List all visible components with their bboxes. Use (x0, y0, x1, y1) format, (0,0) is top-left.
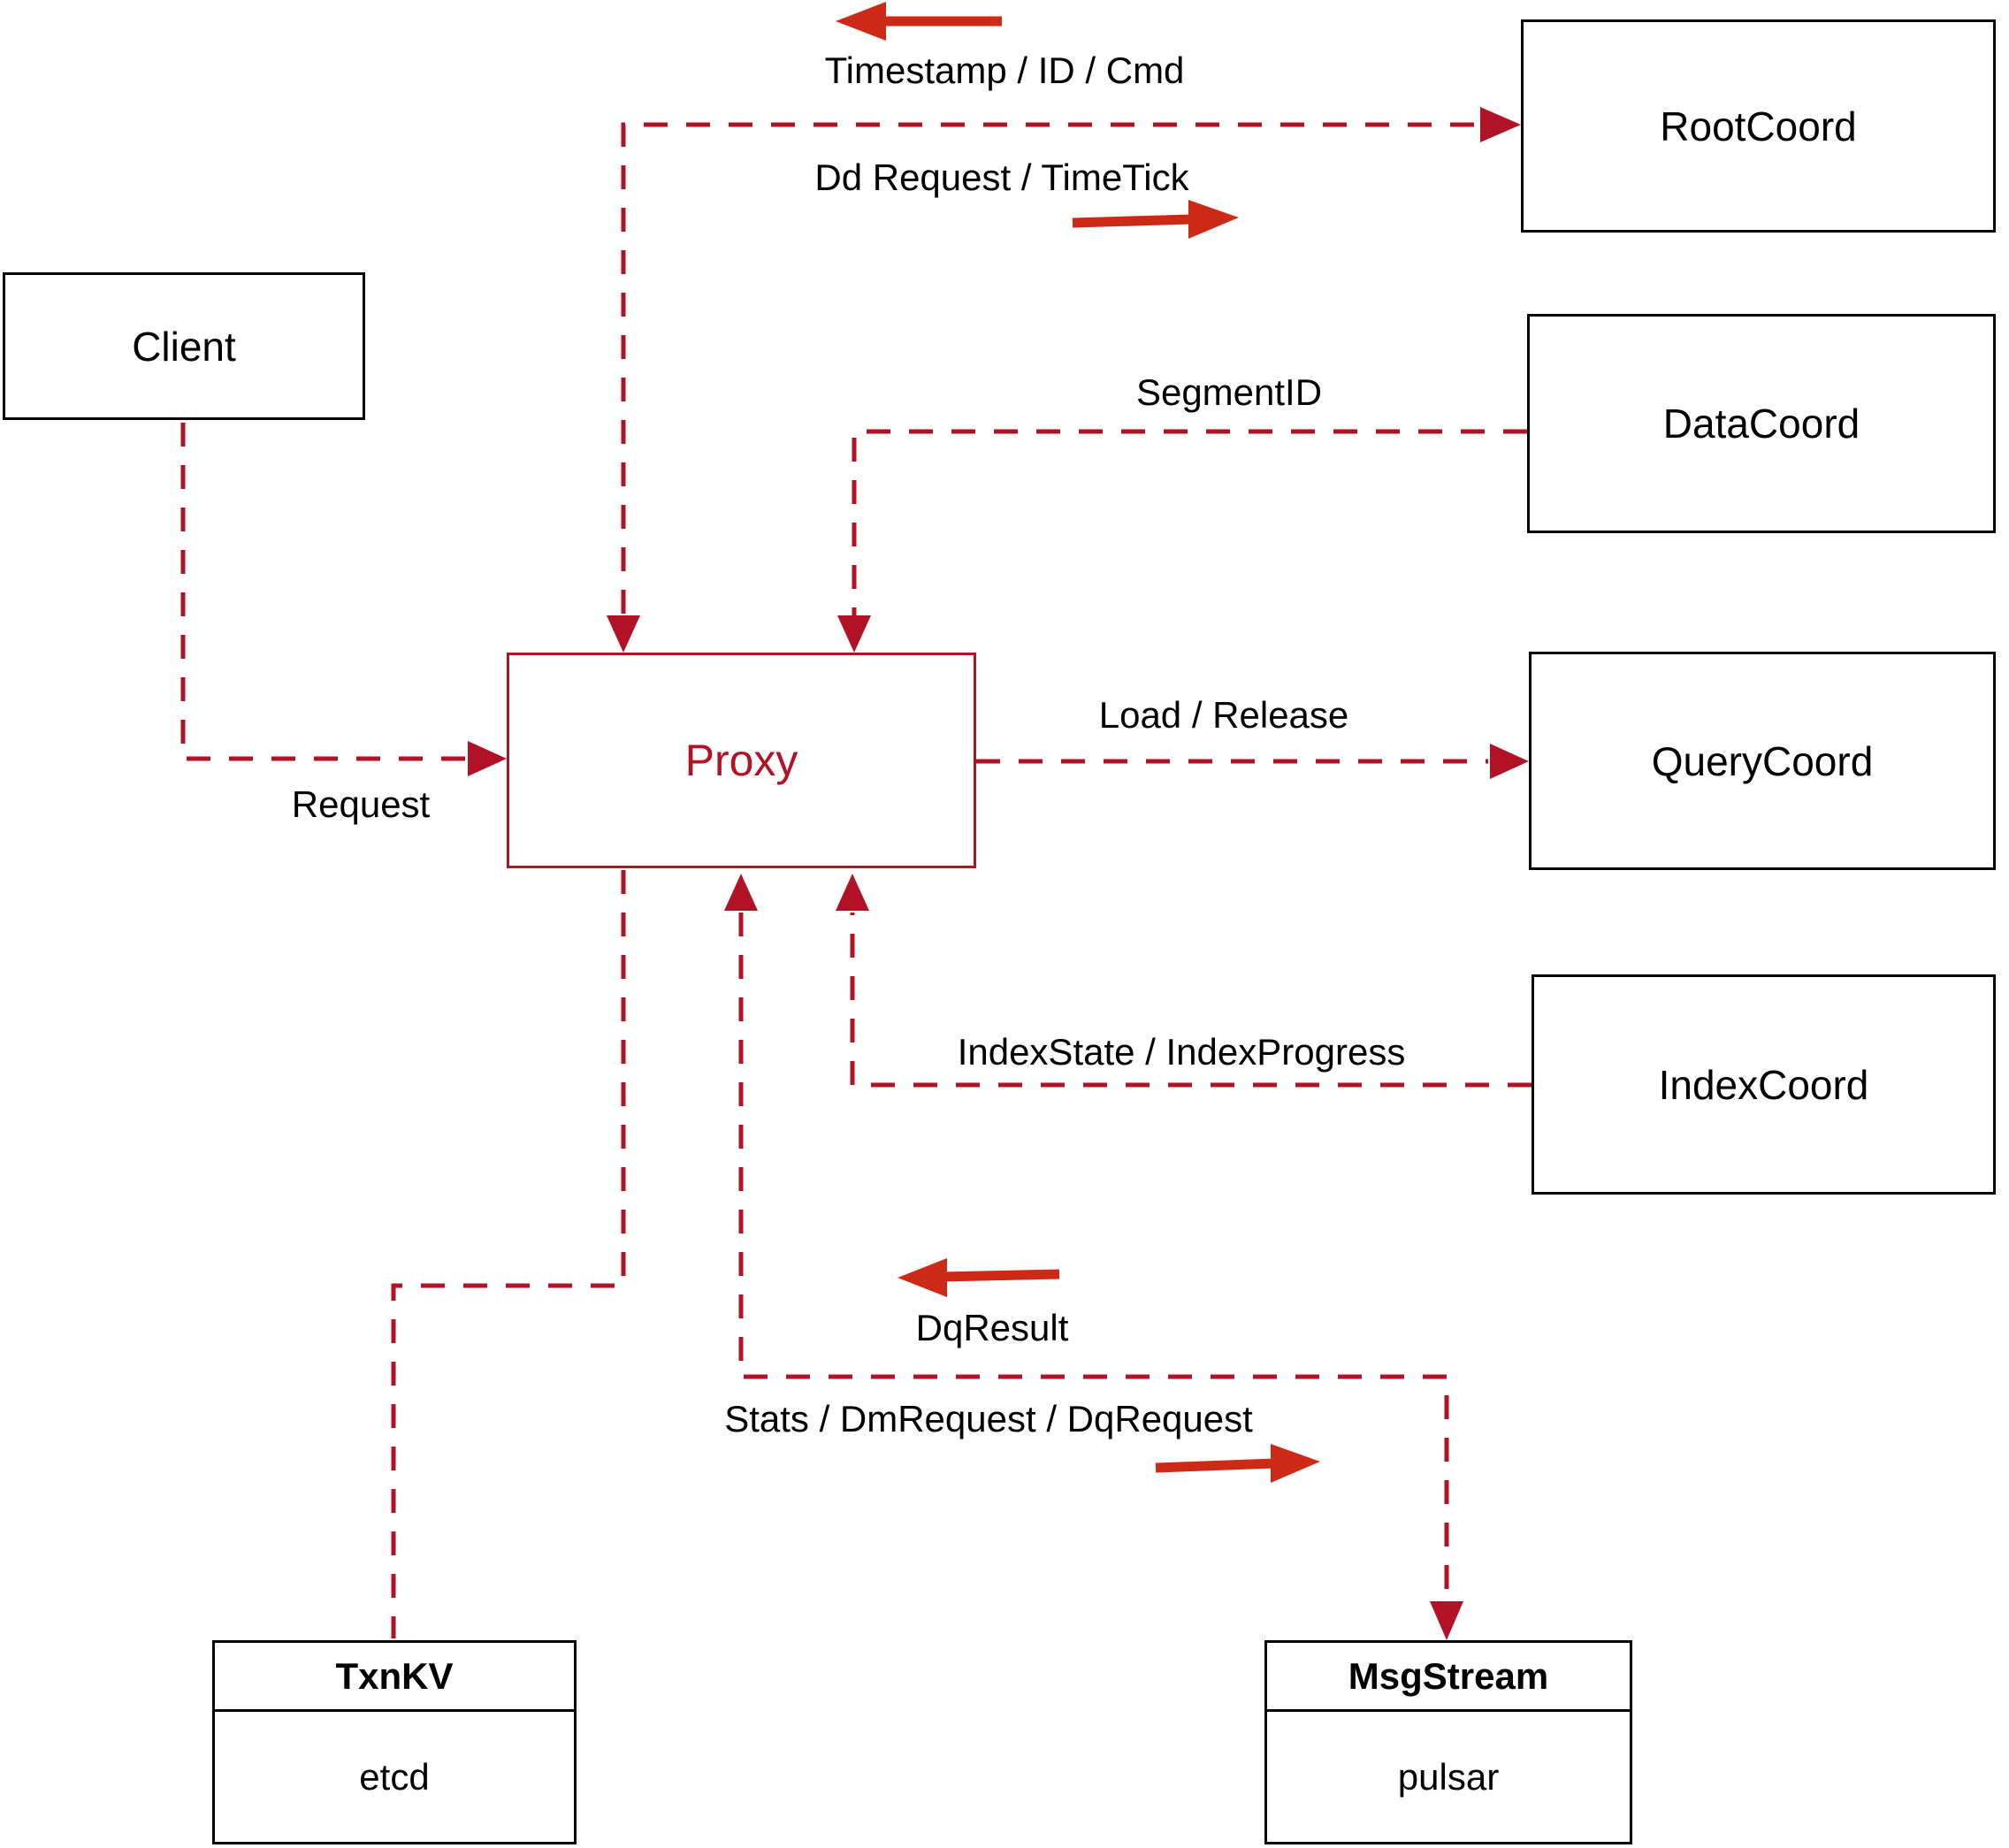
node-querycoord: QueryCoord (1529, 652, 1996, 870)
direction-arrow-right-ddrequest (1072, 200, 1239, 239)
edge-client-proxy (180, 423, 507, 776)
edge-label-stats-dm-dq: Stats / DmRequest / DqRequest (724, 1398, 1253, 1439)
node-txnkv-title: TxnKV (215, 1643, 574, 1712)
node-rootcoord-label: RootCoord (1660, 103, 1857, 149)
node-txnkv-impl: etcd (359, 1755, 430, 1798)
edge-datacoord-proxy (837, 429, 1527, 653)
edge-label-dd-request-timetick: Dd Request / TimeTick (814, 157, 1189, 198)
edge-label-load-release: Load / Release (1098, 694, 1349, 736)
edge-proxy-rootcoord (607, 107, 1521, 653)
node-proxy-label: Proxy (684, 736, 798, 785)
node-indexcoord-label: IndexCoord (1658, 1061, 1869, 1108)
direction-arrow-left-dqresult (898, 1258, 1060, 1297)
edge-proxy-querycoord (976, 744, 1529, 779)
node-datacoord: DataCoord (1527, 314, 1996, 533)
edge-label-index-state-progress: IndexState / IndexProgress (957, 1031, 1406, 1073)
node-querycoord-label: QueryCoord (1651, 737, 1874, 784)
node-client-label: Client (132, 323, 236, 370)
edge-indexcoord-proxy (836, 874, 1532, 1088)
node-indexcoord: IndexCoord (1532, 974, 1996, 1195)
edge-label-request: Request (291, 783, 431, 825)
edge-label-segment-id: SegmentID (1135, 371, 1323, 413)
node-rootcoord: RootCoord (1521, 19, 1996, 233)
edge-proxy-txnkv (391, 870, 626, 1638)
node-proxy: Proxy (507, 653, 976, 868)
direction-arrow-right-stats (1155, 1444, 1320, 1483)
node-client: Client (3, 272, 365, 420)
node-msgstream: MsgStream pulsar (1264, 1640, 1632, 1844)
edge-label-timestamp-id-cmd: Timestamp / ID / Cmd (824, 50, 1185, 91)
node-txnkv: TxnKV etcd (212, 1640, 577, 1844)
node-msgstream-title: MsgStream (1267, 1643, 1630, 1712)
node-datacoord-label: DataCoord (1662, 401, 1860, 447)
direction-arrow-left-timestamp (836, 2, 1002, 41)
node-msgstream-impl: pulsar (1397, 1755, 1500, 1798)
edge-proxy-msgstream (724, 874, 1463, 1640)
edge-label-dq-result: DqResult (915, 1307, 1069, 1348)
